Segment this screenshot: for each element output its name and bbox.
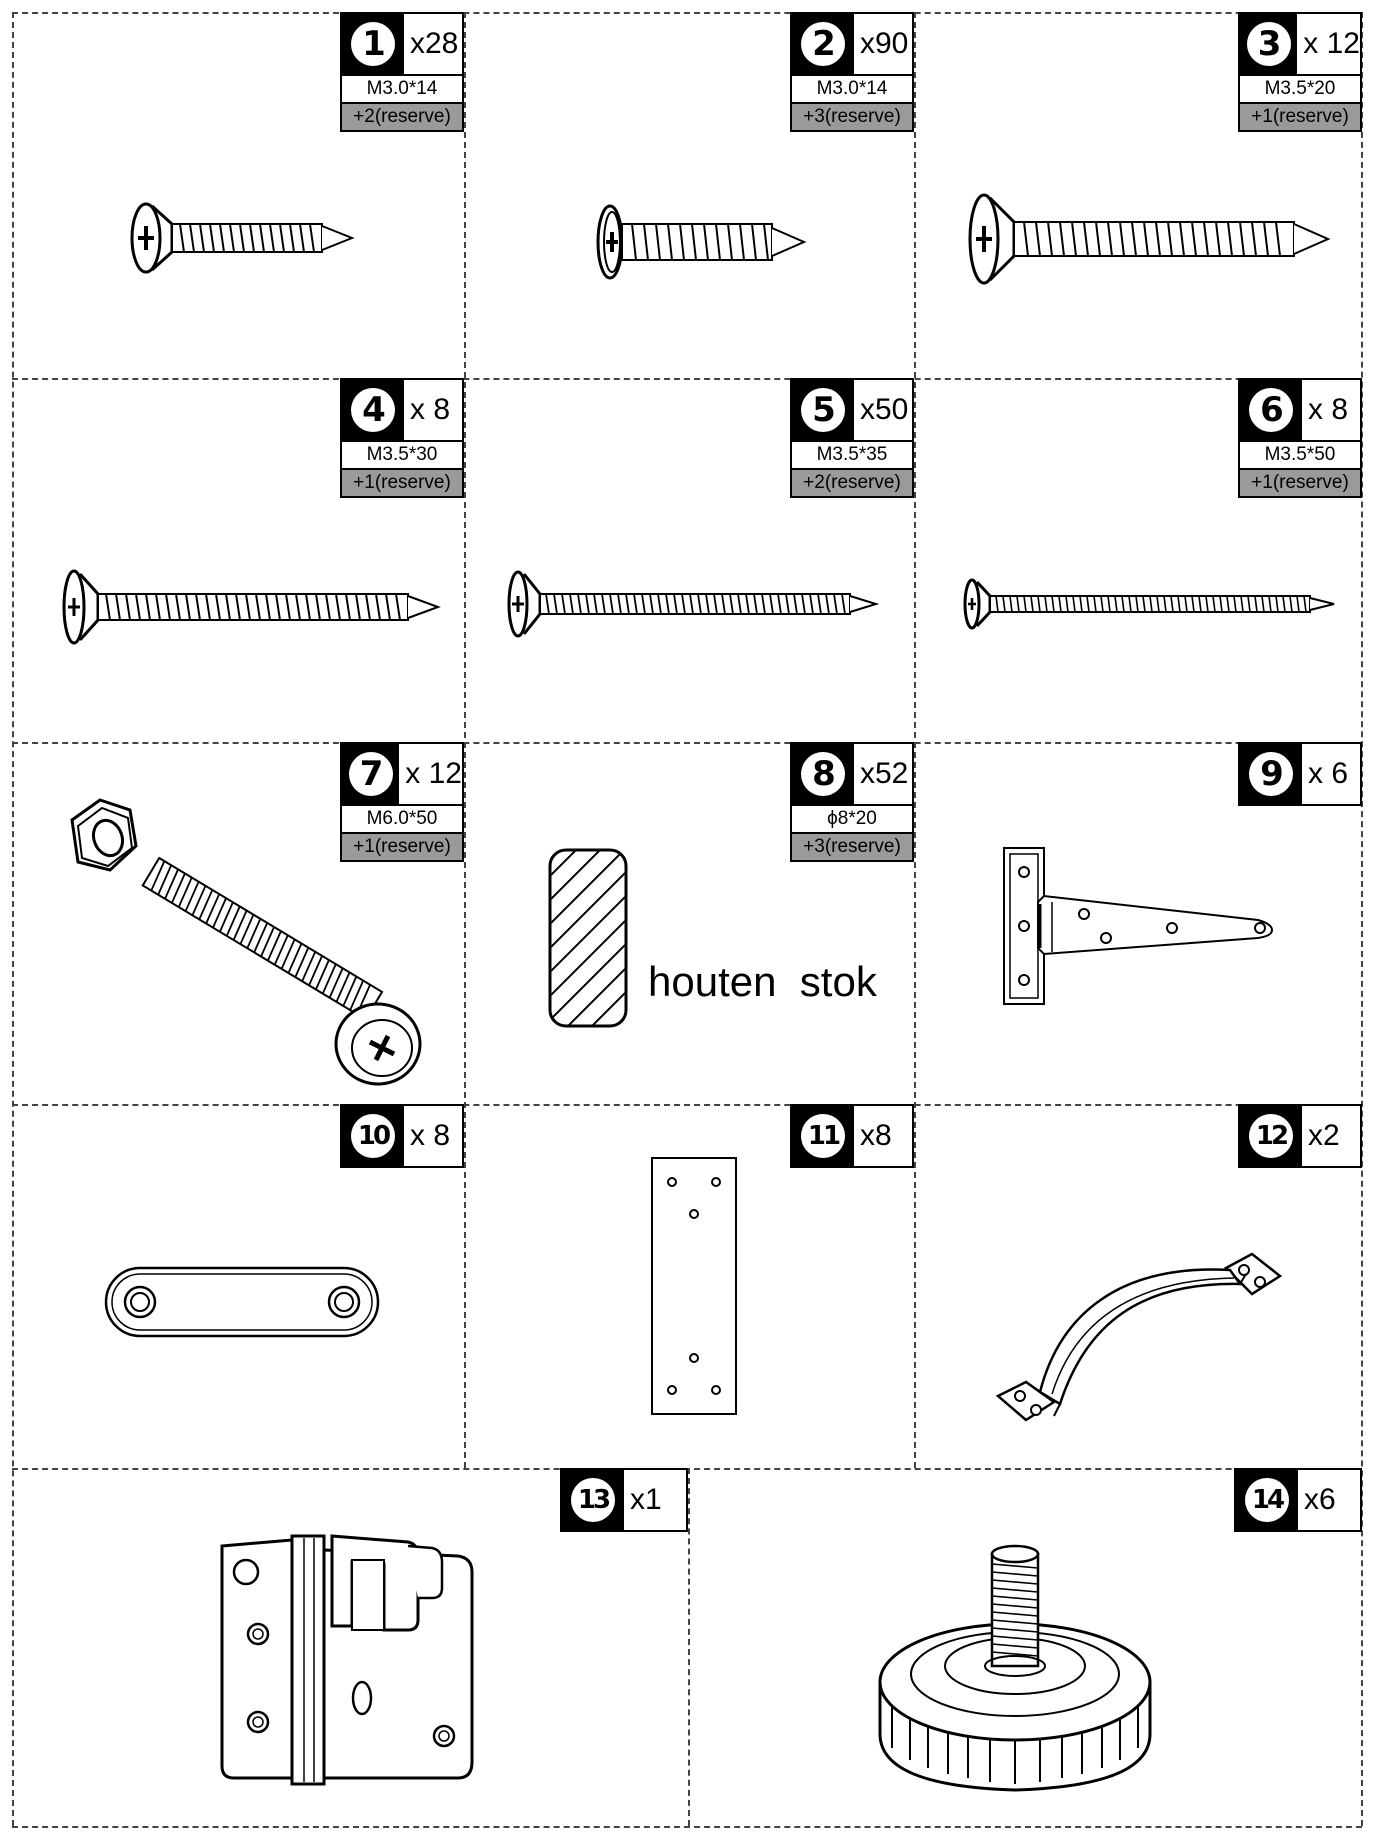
part-cell-8: 8 x52 ϕ8*20 +3(reserve) houten stok xyxy=(464,742,914,1104)
part-label-2: 2 x90 M3.0*14 +3(reserve) xyxy=(790,12,914,132)
part-size: M6.0*50 xyxy=(340,806,464,834)
flat-mending-plate-icon xyxy=(651,1157,737,1415)
grid-line xyxy=(914,12,916,1468)
part-cell-7: 7 x 12 M6.0*50 +1(reserve) xyxy=(12,742,464,1104)
part-cell-12: 12 x2 xyxy=(914,1104,1362,1468)
bolt-and-nut-icon xyxy=(70,798,422,1086)
part-number: 9 xyxy=(1249,752,1293,796)
part-label-13: 13 x1 xyxy=(560,1468,688,1532)
part-label-9: 9 x 6 xyxy=(1238,742,1362,806)
long-screw-icon xyxy=(62,569,441,645)
part-number: 10 xyxy=(351,1114,395,1158)
part-reserve: +1(reserve) xyxy=(1238,470,1362,498)
part-cell-2: 2 x90 M3.0*14 +3(reserve) xyxy=(464,12,914,378)
part-label-14: 14 x6 xyxy=(1234,1468,1362,1532)
part-quantity: x52 xyxy=(860,757,909,790)
grid-line xyxy=(12,12,1362,14)
part-quantity: x1 xyxy=(630,1483,662,1516)
part-size: M3.5*35 xyxy=(790,442,914,470)
part-label-6: 6 x 8 M3.5*50 +1(reserve) xyxy=(1238,378,1362,498)
part-number: 8 xyxy=(801,752,845,796)
part-quantity: x 12 xyxy=(1303,27,1360,60)
grid-line xyxy=(1361,12,1363,1826)
part-size: ϕ8*20 xyxy=(790,806,914,834)
part-quantity: x 12 xyxy=(405,757,462,790)
grid-line xyxy=(12,742,1362,744)
part-quantity: x8 xyxy=(860,1119,892,1152)
part-label-5: 5 x50 M3.5*35 +2(reserve) xyxy=(790,378,914,498)
grid-line xyxy=(12,1104,1362,1106)
part-reserve: +3(reserve) xyxy=(790,834,914,862)
part-number: 2 xyxy=(801,22,845,66)
part-quantity: x 8 xyxy=(410,1119,451,1152)
grid-line xyxy=(12,12,14,1826)
part-number: 1 xyxy=(351,22,395,66)
extra-long-screw-icon xyxy=(963,578,1335,630)
part-label-8: 8 x52 ϕ8*20 +3(reserve) xyxy=(790,742,914,862)
wooden-dowel-icon xyxy=(548,848,628,1028)
part-quantity: x6 xyxy=(1304,1483,1336,1516)
part-label-10: 10 x 8 xyxy=(340,1104,464,1168)
long-screw-icon xyxy=(507,570,880,638)
part-size: M3.0*14 xyxy=(790,76,914,104)
barrel-latch-icon xyxy=(220,1534,474,1786)
part-number: 14 xyxy=(1245,1478,1289,1522)
part-size: M3.5*30 xyxy=(340,442,464,470)
connector-plate-icon xyxy=(104,1266,380,1338)
part-quantity: x 6 xyxy=(1308,757,1349,790)
part-reserve: +1(reserve) xyxy=(340,470,464,498)
part-cell-5: 5 x50 M3.5*35 +2(reserve) xyxy=(464,378,914,742)
part-cell-10: 10 x 8 xyxy=(12,1104,464,1468)
part-number: 5 xyxy=(801,388,845,432)
part-cell-1: 1 x28 M3.0*14 +2(reserve) xyxy=(12,12,464,378)
part-number: 3 xyxy=(1246,22,1291,66)
part-size: M3.5*20 xyxy=(1238,76,1362,104)
part-label-3: 3 x 12 M3.5*20 +1(reserve) xyxy=(1238,12,1362,132)
part-quantity: x50 xyxy=(860,393,909,426)
adjustable-foot-icon xyxy=(878,1544,1152,1792)
countersunk-screw-icon xyxy=(968,193,1331,285)
part-label-7: 7 x 12 M6.0*50 +1(reserve) xyxy=(340,742,464,862)
part-number: 11 xyxy=(801,1114,845,1158)
part-number: 13 xyxy=(571,1478,615,1522)
part-label-1: 1 x28 M3.0*14 +2(reserve) xyxy=(340,12,464,132)
grid-line xyxy=(12,378,1362,380)
part-cell-9: 9 x 6 xyxy=(914,742,1362,1104)
part-cell-14: 14 x6 xyxy=(688,1468,1362,1826)
dowel-caption: houten stok xyxy=(648,958,877,1005)
part-label-11: 11 x8 xyxy=(790,1104,914,1168)
part-cell-13: 13 x1 xyxy=(12,1468,688,1826)
part-number: 4 xyxy=(351,388,395,432)
t-hinge-icon xyxy=(1003,847,1274,1005)
part-reserve: +1(reserve) xyxy=(1238,104,1362,132)
part-quantity: x 8 xyxy=(1308,393,1349,426)
pan-head-screw-icon xyxy=(596,204,807,280)
part-number: 12 xyxy=(1249,1114,1293,1158)
part-quantity: x90 xyxy=(860,27,909,60)
part-reserve: +3(reserve) xyxy=(790,104,914,132)
part-cell-6: 6 x 8 M3.5*50 +1(reserve) xyxy=(914,378,1362,742)
part-label-12: 12 x2 xyxy=(1238,1104,1362,1168)
part-label-4: 4 x 8 M3.5*30 +1(reserve) xyxy=(340,378,464,498)
part-number: 7 xyxy=(348,752,393,796)
part-size: M3.5*50 xyxy=(1238,442,1362,470)
grid-line xyxy=(12,1826,1362,1828)
part-reserve: +2(reserve) xyxy=(340,104,464,132)
part-cell-11: 11 x8 xyxy=(464,1104,914,1468)
countersunk-screw-short-icon xyxy=(130,202,355,274)
part-size: M3.0*14 xyxy=(340,76,464,104)
part-cell-3: 3 x 12 M3.5*20 +1(reserve) xyxy=(914,12,1362,378)
part-quantity: x28 xyxy=(410,27,459,60)
part-reserve: +1(reserve) xyxy=(340,834,464,862)
door-handle-icon xyxy=(995,1252,1283,1422)
part-cell-4: 4 x 8 M3.5*30 +1(reserve) xyxy=(12,378,464,742)
grid-line xyxy=(688,1468,690,1826)
part-quantity: x2 xyxy=(1308,1119,1340,1152)
part-quantity: x 8 xyxy=(410,393,451,426)
part-reserve: +2(reserve) xyxy=(790,470,914,498)
grid-line xyxy=(464,12,466,1468)
part-number: 6 xyxy=(1249,388,1293,432)
